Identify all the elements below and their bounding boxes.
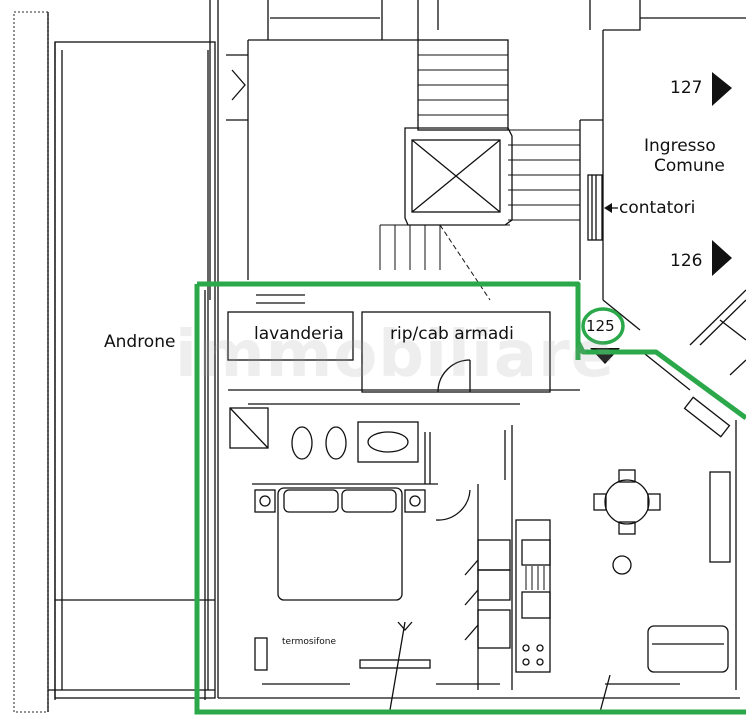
lavanderia-room: [227, 311, 354, 361]
label-unit-125: 125: [586, 317, 615, 335]
washbasin: [357, 421, 419, 463]
toilet: [291, 426, 313, 460]
label-androne: Androne: [104, 332, 176, 352]
watermark: immobiliare: [175, 318, 616, 392]
elevator-shaft: [411, 139, 501, 213]
double-bed: [277, 487, 403, 601]
radiator: [359, 659, 431, 669]
unit-126-arrow: [712, 240, 732, 276]
rip-cab-room: [361, 311, 551, 393]
label-rip-cab-armadi: rip/cab armadi: [390, 324, 514, 344]
dining-table: [604, 479, 650, 525]
label-termosifone: termosifone: [282, 637, 336, 647]
label-lavanderia: lavanderia: [254, 324, 344, 344]
label-ingresso: Ingresso: [644, 136, 716, 156]
kitchen-counter: [515, 519, 551, 673]
sofa: [647, 625, 729, 673]
label-unit-127: 127: [670, 78, 703, 98]
bidet: [325, 426, 347, 460]
unit-125-circle: [581, 307, 625, 345]
label-comune: Comune: [654, 156, 725, 176]
label-unit-126: 126: [670, 251, 703, 271]
unit-127-arrow: [712, 72, 732, 106]
contatori-box: [587, 174, 603, 241]
hatched-exterior-wall: [13, 11, 49, 713]
label-contatori: contatori: [619, 198, 696, 218]
androne-room: [54, 41, 216, 699]
shower: [229, 407, 269, 449]
